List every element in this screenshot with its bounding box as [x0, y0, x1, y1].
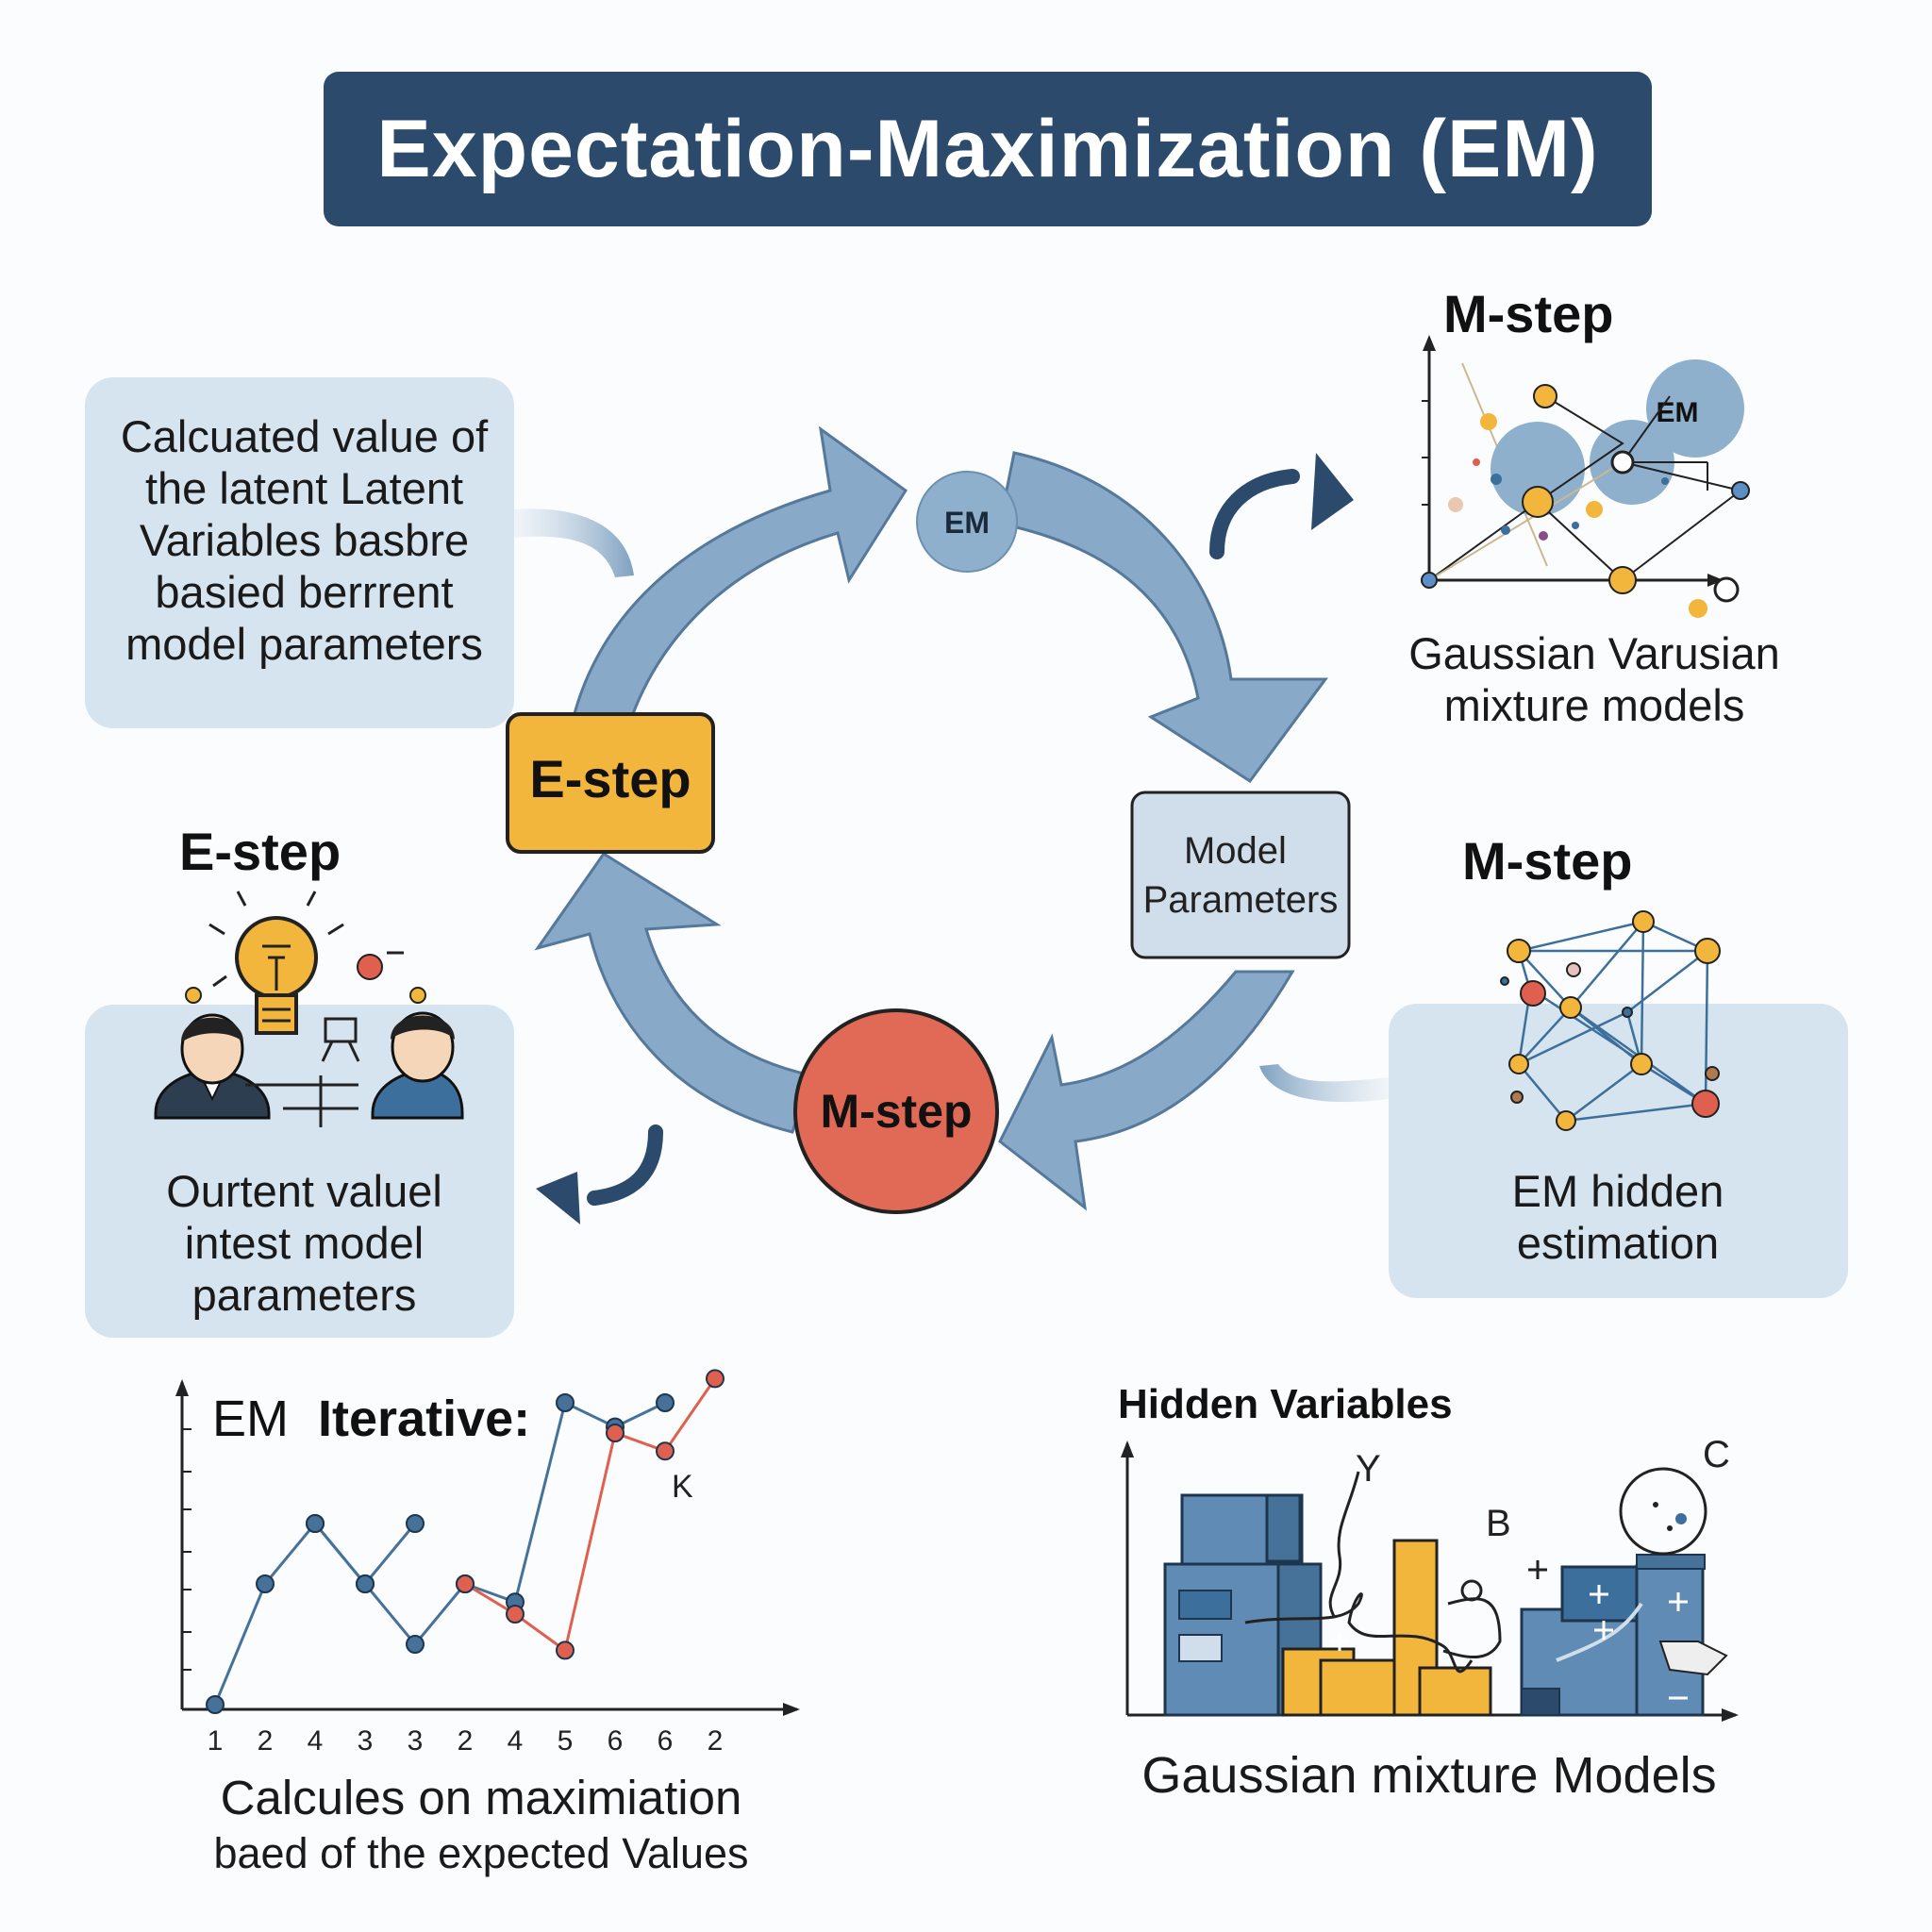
connector-arrow-to-estep	[587, 1124, 663, 1206]
chart-title-prefix: EM	[212, 1391, 289, 1447]
chart-x-tick-2: 4	[308, 1725, 324, 1757]
lightbulb-icon	[208, 891, 344, 1035]
em-node-label: EM	[944, 506, 990, 540]
gmm-caption-bottom: Gaussian mixture Models	[1141, 1747, 1717, 1804]
connector-arrow-to-mstep-head	[1311, 453, 1354, 530]
chart-point-1-1	[356, 1574, 375, 1593]
chart-point-0-0	[206, 1695, 225, 1714]
connector-arrow-to-mstep	[1209, 469, 1300, 559]
em-node-circle	[916, 471, 1018, 573]
chart-x-tick-9: 6	[658, 1725, 674, 1757]
chart-x-tick-labels: 1 2 4 3 3 2 4 5 6 6 2	[208, 1725, 724, 1757]
person-right-icon	[371, 1011, 464, 1120]
chart-x-tick-6: 4	[508, 1725, 524, 1757]
em-bubble-label: EM	[1657, 397, 1699, 428]
chart-point-2-2	[556, 1641, 575, 1660]
chart-point-0-4	[406, 1514, 425, 1533]
chart-x-tick-5: 2	[458, 1725, 474, 1757]
chart-series-line-2	[464, 1377, 717, 1653]
page-title: Expectation-Maximization (EM)	[376, 103, 1599, 194]
e-step-heading: E-step	[179, 822, 341, 881]
label-c: C	[1703, 1434, 1730, 1475]
m-step-node-label: M-step	[820, 1085, 972, 1138]
chart-point-1-2	[406, 1635, 425, 1654]
model-parameters-label-text: Model	[1184, 830, 1287, 872]
chart-x-tick-8: 6	[608, 1725, 624, 1757]
hidden-estimation-nodes	[1500, 910, 1721, 1131]
fade-connector-right	[1259, 1064, 1389, 1103]
model-parameters-label: Model Parameters	[1143, 830, 1339, 921]
chart-point-2-3	[606, 1424, 625, 1442]
hidden-variables-heading: Hidden Variables	[1118, 1381, 1453, 1427]
iterative-chart: 1 2 4 3 3 2 4 5 6 6 2 K	[175, 1369, 800, 1757]
current-values-text: Ourtent valuel intest model parameters	[166, 1166, 442, 1320]
fade-connector-left	[514, 508, 634, 577]
chart-x-tick-4: 3	[408, 1725, 424, 1757]
chart-point-1-5	[556, 1393, 575, 1412]
hidden-estimation-text: EM hidden estimation	[1511, 1166, 1724, 1268]
chart-title: EM Iterative:	[212, 1391, 530, 1447]
e-step-node	[506, 712, 715, 854]
chart-point-1-7	[656, 1393, 675, 1412]
chart-series-group	[206, 1369, 724, 1714]
hidden-variables-illustration: Y B C	[1121, 1434, 1739, 1722]
hidden-estimation-panel	[1389, 1004, 1848, 1298]
hidden-estimation-network	[1517, 920, 1709, 1123]
gmm-caption-top: Gaussian Varusian mixture models	[1408, 628, 1780, 730]
chart-point-2-1	[506, 1605, 525, 1624]
cycle-arrow-bottom-right	[998, 970, 1295, 1211]
chart-x-tick-0: 1	[208, 1725, 224, 1757]
m-step-heading-top: M-step	[1443, 284, 1614, 343]
decor-dot-yellow-left	[185, 987, 202, 1004]
chart-x-tick-10: 2	[708, 1725, 724, 1757]
cycle-arrow-top-left	[572, 425, 908, 748]
person-left-icon	[154, 1013, 271, 1120]
chart-caption-line2: baed of the expected Values	[213, 1829, 749, 1877]
latent-values-panel	[85, 377, 514, 728]
model-parameters-node	[1130, 791, 1351, 959]
chart-end-label: K	[672, 1469, 693, 1505]
chart-point-2-0	[456, 1574, 475, 1593]
chart-point-2-4	[656, 1441, 675, 1461]
m-step-heading-mid: M-step	[1462, 831, 1633, 891]
m-step-scatter-plot: EM	[1421, 335, 1750, 618]
m-step-node	[793, 1008, 999, 1214]
label-b: B	[1486, 1503, 1511, 1544]
chart-x-tick-3: 3	[358, 1725, 374, 1757]
chart-point-1-0	[306, 1514, 325, 1533]
connector-arrow-to-estep-head	[536, 1172, 580, 1224]
chart-x-tick-7: 5	[558, 1725, 574, 1757]
latent-values-text: Calcuated value of the latent Latent Var…	[120, 411, 489, 669]
model-parameters-label-line2: Parameters	[1143, 879, 1339, 921]
chart-point-2-5	[706, 1369, 724, 1389]
chart-point-0-1	[256, 1574, 275, 1593]
e-step-node-label: E-step	[529, 749, 691, 808]
title-banner: Expectation-Maximization (EM)	[324, 72, 1652, 226]
cycle-arrow-bottom-left	[534, 851, 813, 1134]
chart-caption-line1: Calcules on maximiation	[220, 1771, 742, 1824]
chart-x-tick-1: 2	[258, 1725, 274, 1757]
label-y: Y	[1356, 1448, 1381, 1490]
easel-icon	[321, 1017, 360, 1062]
decor-dot-yellow-right	[409, 987, 426, 1004]
cycle-arrow-top-right	[998, 451, 1328, 784]
chart-title-bold: Iterative:	[318, 1391, 530, 1447]
chart-series-line-0	[213, 1521, 417, 1706]
decor-dot-red	[357, 954, 383, 980]
